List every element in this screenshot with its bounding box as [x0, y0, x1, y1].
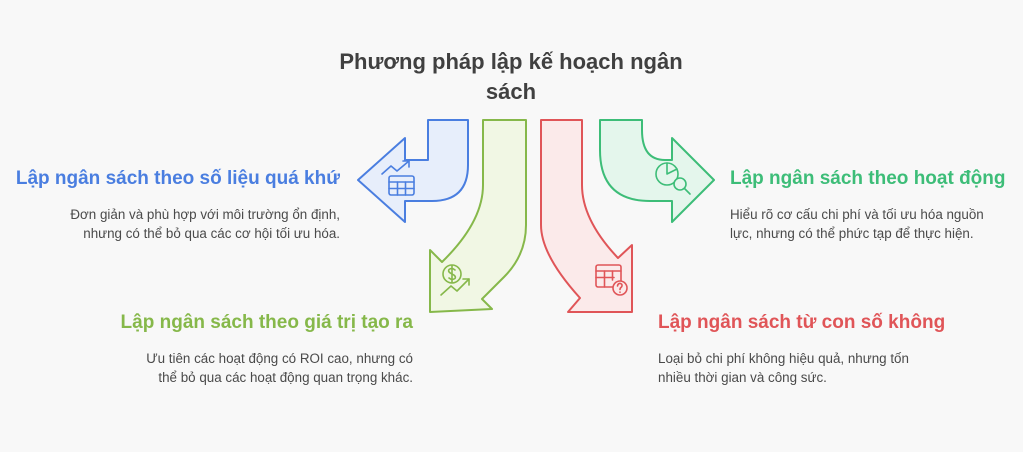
description-activity-based: Hiểu rõ cơ cấu chi phí và tối ưu hóa ngu…: [730, 207, 984, 241]
pie-search-icon: [655, 162, 691, 195]
description-historical: Đơn giản và phù hợp với môi trường ổn đị…: [70, 207, 340, 241]
arrow-zero-based: [540, 119, 633, 313]
dollar-growth-icon: [440, 264, 470, 296]
description-value-based: Ưu tiên các hoạt động có ROI cao, nhưng …: [146, 351, 413, 385]
arrow-value: [429, 119, 527, 313]
table-question-icon: [595, 264, 628, 296]
heading-historical: Lập ngân sách theo số liệu quá khứ: [15, 168, 340, 189]
arrow-historical: [357, 119, 469, 223]
heading-activity-based: Lập ngân sách theo hoạt động: [730, 168, 1006, 189]
diagram-title: Phương pháp lập kế hoạch ngân sách: [339, 49, 683, 104]
arrow-activity: [599, 119, 715, 223]
description-zero-based: Loại bỏ chi phí không hiệu quả, nhưng tố…: [658, 351, 909, 385]
heading-zero-based: Lập ngân sách từ con số không: [658, 312, 946, 333]
trend-table-icon: [381, 160, 415, 196]
heading-value-based: Lập ngân sách theo giá trị tạo ra: [120, 312, 413, 333]
